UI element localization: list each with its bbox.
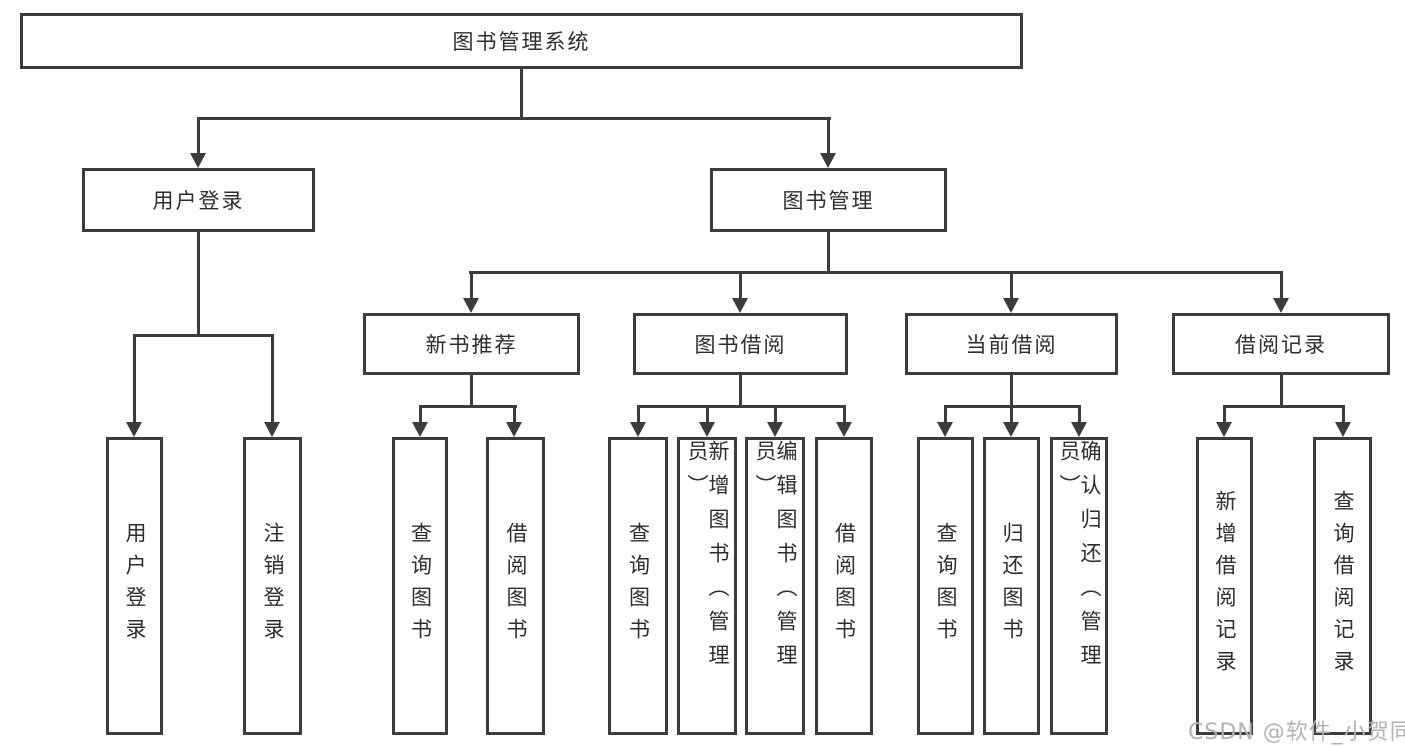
connector-stem-leaf — [637, 405, 640, 422]
arrowhead-down-icon — [506, 422, 522, 437]
arrowhead-down-icon — [1335, 422, 1351, 437]
node-leaf-query-books-current: 查询图书 — [917, 437, 974, 735]
node-leaf-edit-books-admin: 编辑图书（管理员） — [745, 437, 805, 735]
connector-book-borrow-horizontal — [637, 405, 846, 408]
node-new-book-recommend-label: 新书推荐 — [425, 333, 518, 357]
connector-stem-user-login — [197, 117, 200, 154]
connector-user-login-horizontal — [133, 334, 274, 337]
node-current-borrow: 当前借阅 — [905, 313, 1118, 375]
node-leaf-user-login: 用户登录 — [106, 437, 163, 735]
connector-stem-leaf — [843, 405, 846, 422]
node-leaf-label: 查询图书 — [408, 522, 433, 650]
connector-root-stem — [520, 69, 523, 119]
connector-stem-leaf — [1078, 405, 1081, 422]
node-book-management: 图书管理 — [710, 168, 947, 232]
node-leaf-label: 借阅图书 — [832, 522, 857, 650]
connector-root-horizontal — [197, 117, 831, 120]
arrowhead-down-icon — [126, 422, 142, 437]
node-leaf-user-login-label: 用户登录 — [123, 522, 147, 650]
connector-stem-leaf — [706, 405, 709, 422]
node-borrow-records: 借阅记录 — [1172, 313, 1390, 375]
node-book-management-label: 图书管理 — [782, 189, 875, 213]
node-leaf-add-books-admin: 新增图书（管理员） — [677, 437, 737, 735]
connector-stem-book-borrow — [739, 271, 742, 299]
arrowhead-down-icon — [1071, 422, 1087, 437]
node-user-login-label: 用户登录 — [152, 189, 245, 213]
node-borrow-records-label: 借阅记录 — [1235, 333, 1327, 357]
arrowhead-down-icon — [699, 422, 715, 437]
connector-borrow-records-horizontal — [1223, 405, 1344, 408]
connector-book-management-stem — [827, 232, 830, 274]
node-user-login: 用户登录 — [82, 168, 315, 232]
connector-stem-leaf — [513, 405, 516, 422]
arrowhead-down-icon — [836, 422, 852, 437]
arrowhead-down-icon — [1003, 298, 1019, 313]
connector-book-borrow-stem — [739, 375, 742, 407]
connector-stem-login-leaf — [133, 334, 136, 422]
connector-stem-book-management — [827, 117, 830, 154]
node-leaf-label: 归还图书 — [1000, 522, 1024, 650]
connector-stem-logout-leaf — [271, 334, 274, 422]
arrowhead-down-icon — [767, 422, 783, 437]
connector-level3-horizontal — [469, 271, 1282, 274]
connector-new-book-horizontal — [419, 405, 517, 408]
node-leaf-label: 新增借阅记录 — [1213, 490, 1237, 682]
connector-stem-leaf — [944, 405, 947, 422]
node-leaf-label: 编辑图书（管理员） — [753, 440, 798, 678]
connector-stem-new-book — [470, 271, 473, 299]
arrowhead-down-icon — [264, 422, 280, 437]
csdn-watermark: CSDN @软件_小贺同学 — [1188, 720, 1405, 745]
connector-stem-leaf — [1010, 405, 1013, 422]
connector-stem-leaf — [774, 405, 777, 422]
connector-stem-leaf — [419, 405, 422, 422]
connector-new-book-stem — [470, 375, 473, 407]
node-leaf-query-books-recommend: 查询图书 — [392, 437, 448, 735]
arrowhead-down-icon — [1003, 422, 1019, 437]
node-leaf-return-books: 归还图书 — [983, 437, 1040, 735]
connector-stem-leaf — [1342, 405, 1345, 422]
connector-stem-leaf — [1223, 405, 1226, 422]
node-leaf-borrow-books-recommend: 借阅图书 — [486, 437, 545, 735]
node-library-system-label: 图书管理系统 — [452, 30, 591, 54]
arrowhead-down-icon — [190, 153, 206, 168]
node-leaf-label: 新增图书（管理员） — [685, 440, 730, 678]
node-leaf-label: 查询借阅记录 — [1331, 490, 1355, 682]
connector-user-login-stem — [197, 232, 200, 336]
node-leaf-confirm-return-admin: 确认归还（管理员） — [1050, 437, 1108, 735]
arrowhead-down-icon — [1273, 298, 1289, 313]
node-leaf-logout-label: 注销登录 — [261, 522, 285, 650]
node-leaf-query-borrow-record: 查询借阅记录 — [1313, 437, 1372, 735]
node-library-system: 图书管理系统 — [20, 13, 1023, 69]
arrowhead-down-icon — [820, 153, 836, 168]
arrowhead-down-icon — [937, 422, 953, 437]
node-leaf-add-borrow-record: 新增借阅记录 — [1196, 437, 1253, 735]
node-new-book-recommend: 新书推荐 — [363, 313, 580, 375]
arrowhead-down-icon — [732, 298, 748, 313]
node-book-borrow: 图书借阅 — [633, 313, 848, 375]
connector-borrow-records-stem — [1280, 375, 1283, 407]
node-leaf-borrow-books: 借阅图书 — [815, 437, 873, 735]
connector-stem-current-borrow — [1010, 271, 1013, 299]
connector-stem-borrow-records — [1280, 271, 1283, 299]
node-book-borrow-label: 图书借阅 — [694, 333, 787, 357]
connector-current-borrow-stem — [1010, 375, 1013, 407]
arrowhead-down-icon — [412, 422, 428, 437]
node-leaf-query-books-borrow: 查询图书 — [608, 437, 668, 735]
node-leaf-label: 借阅图书 — [504, 522, 528, 650]
arrowhead-down-icon — [630, 422, 646, 437]
node-leaf-label: 查询图书 — [626, 522, 651, 650]
node-leaf-label: 确认归还（管理员） — [1057, 440, 1102, 678]
node-leaf-logout: 注销登录 — [243, 437, 302, 735]
arrowhead-down-icon — [463, 298, 479, 313]
node-current-borrow-label: 当前借阅 — [965, 333, 1058, 357]
arrowhead-down-icon — [1216, 422, 1232, 437]
node-leaf-label: 查询图书 — [934, 522, 958, 650]
